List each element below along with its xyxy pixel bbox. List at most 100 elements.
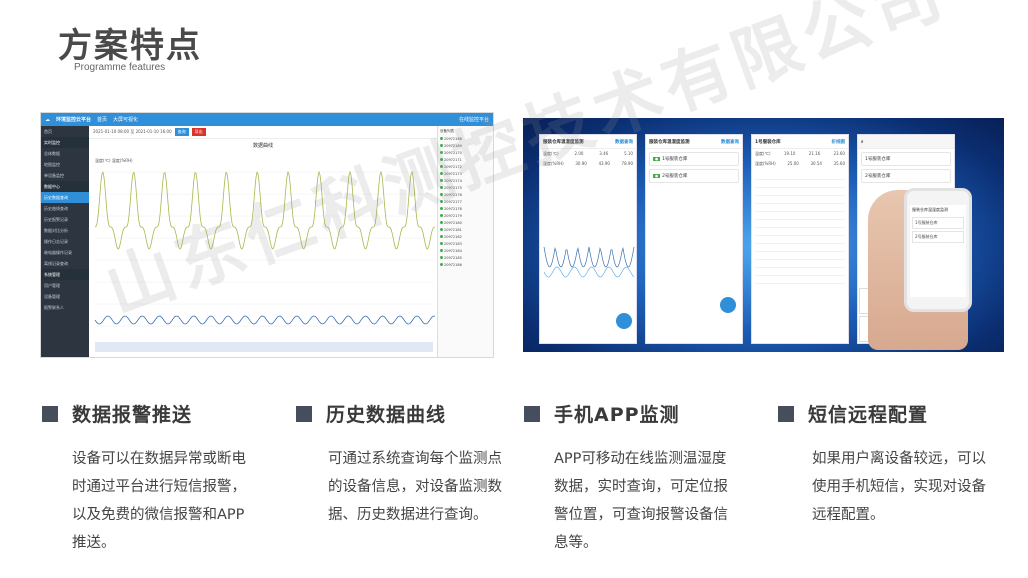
app-fab-button[interactable] <box>616 313 632 329</box>
export-button[interactable]: 导出 <box>191 128 206 136</box>
device-card-title: 1号服装仓库 <box>915 220 938 225</box>
tree-item[interactable]: 20972171 <box>440 156 491 163</box>
app-screen-title: 1号服装仓库 <box>755 139 781 145</box>
tree-item-label: 20972181 <box>444 227 462 232</box>
device-card[interactable]: 2号服装仓库 <box>912 231 964 243</box>
sidebar-item[interactable]: 单设备监控 <box>44 172 64 178</box>
tree-item[interactable]: 20972181 <box>440 226 491 233</box>
sidebar-item[interactable]: 实时监控 <box>41 137 89 148</box>
status-dot-icon <box>440 249 443 252</box>
web-top-tab[interactable]: 大屏可视化 <box>113 117 139 123</box>
value: 5.10 <box>624 151 633 156</box>
tree-item[interactable]: 设备列表 <box>440 128 491 135</box>
page-title: 方案特点 <box>58 26 202 66</box>
tree-item[interactable]: 20972175 <box>440 184 491 191</box>
app-screen-action[interactable]: 数据查询 <box>615 139 633 145</box>
device-card[interactable]: ●1号服装仓库 <box>649 152 739 166</box>
tree-item-label: 20972178 <box>444 206 462 211</box>
value: 19.10 <box>783 151 796 156</box>
web-topbar: ☁ 环境监控云平台 首页 大屏可视化 在线监控平台 <box>41 113 493 126</box>
tree-item[interactable]: 20972170 <box>440 149 491 156</box>
tree-item[interactable]: 20972173 <box>440 170 491 177</box>
device-card[interactable]: 1号服装仓库 <box>912 217 964 229</box>
value: 2.00 <box>574 151 584 156</box>
app-screen-title: 服装仓库温湿度监测 <box>649 139 690 145</box>
sidebar-item[interactable]: 历史数据查询 <box>41 192 89 203</box>
status-dot-icon <box>440 137 443 140</box>
status-dot-icon <box>440 151 443 154</box>
desc-line: 数据，实时查询，可定位报 <box>554 479 728 495</box>
query-button[interactable]: 查询 <box>174 128 189 136</box>
bullet-square <box>42 405 58 422</box>
device-card[interactable]: ●2号服装仓库 <box>649 169 739 183</box>
sidebar-item[interactable]: 历史曲线查询 <box>44 205 68 211</box>
handheld-phone: 服装仓库温湿度监测 1号服装仓库 2号服装仓库 <box>904 188 972 312</box>
desc-line: 如果用户离设备较远，可以 <box>812 451 986 467</box>
tree-item[interactable]: 20972172 <box>440 163 491 170</box>
table-row <box>755 180 845 188</box>
sidebar-item[interactable]: 继电器操作记录 <box>44 249 72 255</box>
tree-item[interactable]: 20972186 <box>440 261 491 268</box>
feature-title: 数据报警推送 <box>72 404 193 426</box>
web-top-tab[interactable]: 首页 <box>97 117 108 123</box>
sidebar-item[interactable]: 总体数据 <box>44 150 60 156</box>
value: 30.54 <box>810 161 822 166</box>
app-screen-action[interactable]: 折线图 <box>831 139 846 145</box>
sidebar-item[interactable]: 用户管理 <box>44 282 60 288</box>
sidebar-item[interactable]: 首页 <box>44 128 52 134</box>
tree-item[interactable]: 20972176 <box>440 191 491 198</box>
desc-line: 时通过平台进行短信报警， <box>72 479 246 495</box>
desc-line: 警位置，可查询报警设备信 <box>554 507 728 523</box>
date-range-input[interactable]: 2021-01-10 08:00 至 2021-01-10 16:00 <box>93 129 172 134</box>
sidebar-item[interactable]: 离线记录查询 <box>44 260 68 266</box>
tree-item-label: 20972177 <box>444 199 462 204</box>
web-app-title: 环境监控云平台 <box>56 117 92 123</box>
app-screen-action[interactable]: 数据查询 <box>721 139 739 145</box>
web-sidebar: 首页实时监控总体数据地图监控单设备监控数据中心历史数据查询历史曲线查询历史报警记… <box>41 126 89 357</box>
app-fab-button[interactable] <box>720 297 736 313</box>
sidebar-item[interactable]: 数据中心 <box>41 181 89 192</box>
table-row <box>755 236 845 244</box>
page-subtitle: Programme features <box>74 62 166 73</box>
status-dot-icon <box>440 193 443 196</box>
bullet-square <box>296 405 312 422</box>
tree-item[interactable]: 20972182 <box>440 233 491 240</box>
tree-item[interactable]: 20972179 <box>440 212 491 219</box>
sidebar-item[interactable]: 地图监控 <box>44 161 60 167</box>
tree-item-label: 设备列表 <box>440 129 454 133</box>
value: 3.46 <box>599 151 609 156</box>
sidebar-item[interactable]: 历史报警记录 <box>44 216 68 222</box>
tree-item[interactable]: 20972178 <box>440 205 491 212</box>
sidebar-item[interactable]: 系统管理 <box>41 269 89 280</box>
device-card[interactable]: 1号服装仓库 <box>861 152 951 166</box>
value: 78.90 <box>621 161 633 166</box>
table-row <box>755 244 845 252</box>
feature-alarm-push: 数据报警推送 设备可以在数据异常或断电 时通过平台进行短信报警， 以及免费的微信… <box>42 400 246 557</box>
app-screen-title: 服装仓库温湿度监测 <box>543 139 584 145</box>
tree-item[interactable]: 20972184 <box>440 247 491 254</box>
tree-item[interactable]: 20972168 <box>440 135 491 142</box>
tree-item[interactable]: 20972169 <box>440 142 491 149</box>
sidebar-item[interactable]: 报警联系人 <box>44 304 64 310</box>
tree-item[interactable]: 20972183 <box>440 240 491 247</box>
web-main: 2021-01-10 08:00 至 2021-01-10 16:00 查询 导… <box>89 126 437 357</box>
tree-item[interactable]: 20972180 <box>440 219 491 226</box>
search-icon[interactable]: ⌕ <box>861 139 864 145</box>
sidebar-item[interactable]: 设备管理 <box>44 293 60 299</box>
temp-label: 温度(℃) <box>755 151 771 156</box>
tree-item[interactable]: 20972177 <box>440 198 491 205</box>
sidebar-item[interactable]: 操作日志记录 <box>44 238 68 244</box>
feature-description: 设备可以在数据异常或断电 时通过平台进行短信报警， 以及免费的微信报警和APP … <box>42 445 246 557</box>
desc-line: 推送。 <box>72 535 116 551</box>
desc-line: 据、历史数据进行查询。 <box>328 507 488 523</box>
status-dot-icon <box>440 228 443 231</box>
desc-line: 以及免费的微信报警和APP <box>72 507 245 523</box>
device-card[interactable]: 2号服装仓库 <box>861 169 951 183</box>
tree-item[interactable]: 20972185 <box>440 254 491 261</box>
sidebar-item[interactable]: 数据对比分析 <box>44 227 68 233</box>
table-row <box>755 172 845 180</box>
value: 30.90 <box>575 161 587 166</box>
chart-zoom-slider[interactable] <box>95 342 433 352</box>
tree-item[interactable]: 20972174 <box>440 177 491 184</box>
web-user[interactable]: 在线监控平台 <box>458 117 489 123</box>
